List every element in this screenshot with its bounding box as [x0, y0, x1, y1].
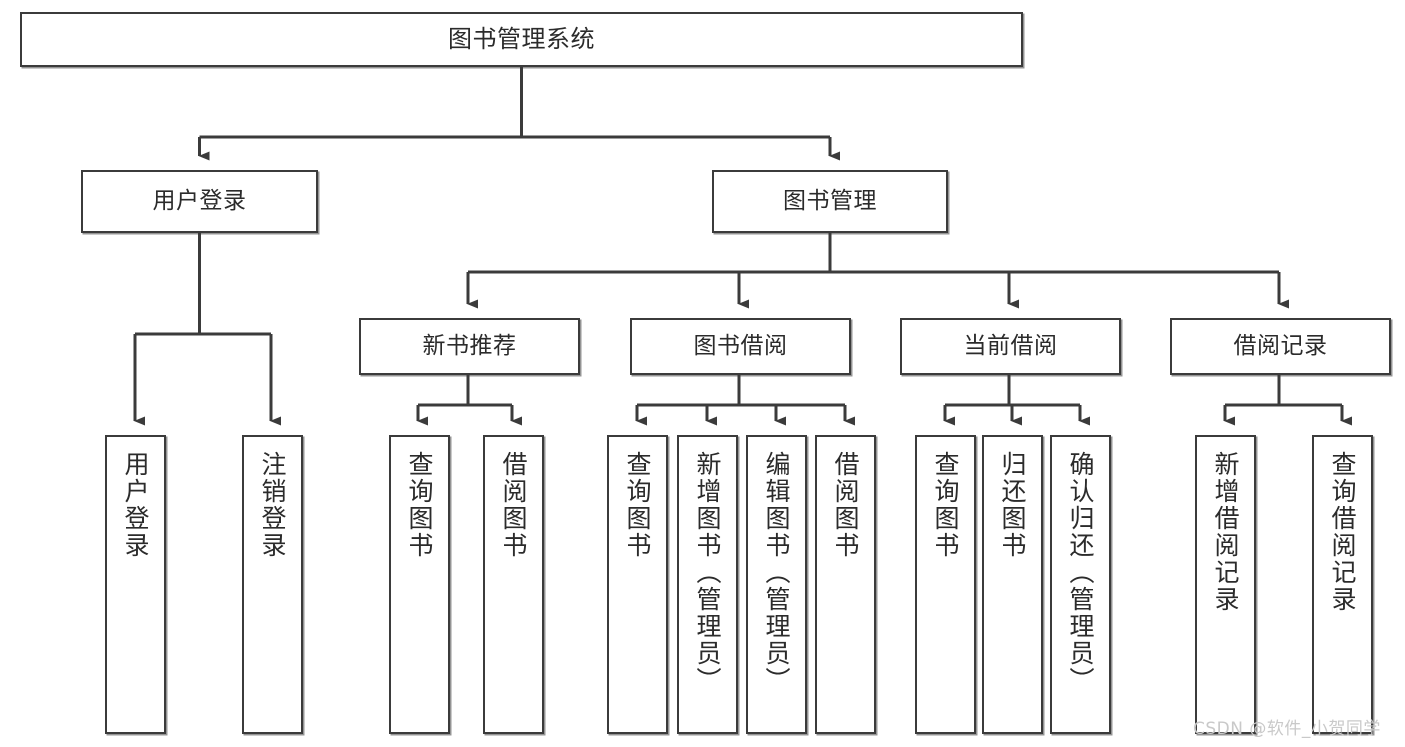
node-label: 新增图书（管理员）: [693, 451, 722, 694]
node-label: 注销登录: [258, 451, 287, 559]
node-leaf-query-book-3[interactable]: 查询图书: [915, 435, 976, 734]
node-label: 查询借阅记录: [1328, 451, 1357, 613]
node-label: 图书管理: [783, 187, 877, 214]
node-book-manage[interactable]: 图书管理: [712, 170, 948, 233]
node-current-borrow[interactable]: 当前借阅: [900, 318, 1121, 375]
node-leaf-add-book[interactable]: 新增图书（管理员）: [677, 435, 738, 734]
node-leaf-user-logout[interactable]: 注销登录: [242, 435, 303, 734]
node-leaf-query-book-2[interactable]: 查询图书: [607, 435, 668, 734]
node-leaf-query-record[interactable]: 查询借阅记录: [1312, 435, 1373, 734]
node-label: 新书推荐: [422, 332, 517, 359]
node-label: 借阅图书: [831, 451, 860, 559]
node-leaf-user-login[interactable]: 用户登录: [105, 435, 166, 734]
node-label: 当前借阅: [963, 332, 1058, 359]
node-label: 确认归还（管理员）: [1066, 451, 1095, 694]
node-book-borrow[interactable]: 图书借阅: [630, 318, 851, 375]
node-label: 查询图书: [623, 451, 652, 559]
node-leaf-confirm-return[interactable]: 确认归还（管理员）: [1050, 435, 1111, 734]
node-leaf-borrow-book-2[interactable]: 借阅图书: [815, 435, 876, 734]
node-label: 编辑图书（管理员）: [762, 451, 791, 694]
node-leaf-query-book-1[interactable]: 查询图书: [389, 435, 450, 734]
node-label: 用户登录: [152, 187, 247, 214]
node-leaf-return-book[interactable]: 归还图书: [982, 435, 1043, 734]
node-label: 归还图书: [998, 451, 1027, 559]
node-label: 用户登录: [121, 451, 150, 559]
node-borrow-record[interactable]: 借阅记录: [1170, 318, 1391, 375]
node-user-login[interactable]: 用户登录: [81, 170, 318, 233]
node-leaf-edit-book[interactable]: 编辑图书（管理员）: [746, 435, 807, 734]
node-leaf-add-record[interactable]: 新增借阅记录: [1195, 435, 1256, 734]
watermark-text: CSDN @软件_小贺同学: [1193, 719, 1381, 739]
node-label: 查询图书: [931, 451, 960, 559]
node-label: 查询图书: [405, 451, 434, 559]
node-label: 借阅图书: [499, 451, 528, 559]
node-label: 图书管理系统: [448, 25, 595, 54]
node-label: 图书借阅: [693, 332, 788, 359]
node-root-system[interactable]: 图书管理系统: [20, 12, 1023, 67]
node-leaf-borrow-book-1[interactable]: 借阅图书: [483, 435, 544, 734]
node-new-book-recommend[interactable]: 新书推荐: [359, 318, 580, 375]
node-label: 借阅记录: [1233, 332, 1328, 359]
node-label: 新增借阅记录: [1211, 451, 1240, 613]
